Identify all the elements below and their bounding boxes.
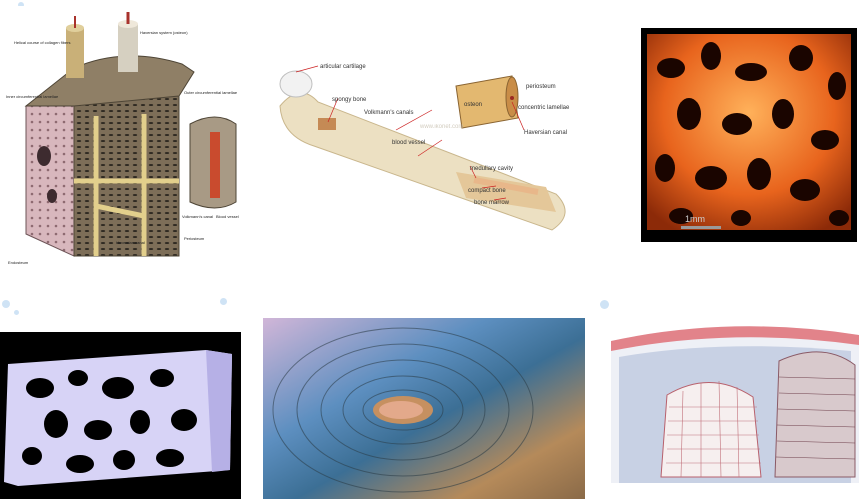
trabecular-orange-svg: 1mm (641, 28, 857, 242)
label-haversian-canal: Haversian canal (524, 130, 567, 136)
long-bone-anatomy-diagram: articular cartilage spongy bone Volkmann… (256, 22, 608, 258)
decorative-dot (220, 298, 227, 305)
compact-bone-svg: Helical course of collagen fibers Havers… (4, 6, 240, 268)
trabecular-bone-micro-ct-render (0, 332, 241, 499)
decorative-dot (600, 300, 609, 309)
label-medullary-cavity: medullary cavity (470, 166, 513, 172)
label-blood-vessel: blood vessel (392, 140, 425, 146)
osteon-polarized-light-micrograph (263, 318, 585, 499)
label-spongy-bone: spongy bone (332, 97, 367, 103)
osteon-micrograph-svg (263, 318, 585, 499)
long-bone-svg: articular cartilage spongy bone Volkmann… (256, 22, 608, 258)
label-periosteum: periosteum (526, 84, 556, 90)
trabecular-bone-3d-render: 1mm (641, 28, 857, 242)
label-outer-lamellae: Outer circumferential lamellae (184, 90, 238, 95)
label-concentric-lamellae: concentric lamellae (518, 105, 570, 111)
label-bone-marrow: bone marrow (474, 200, 510, 206)
decorative-dot (2, 300, 10, 308)
label-articular-cartilage: articular cartilage (320, 64, 366, 70)
label-volkmanns-canal: Volkmann's canal (182, 214, 213, 219)
bone-cross-section-stained-histology (611, 317, 859, 483)
label-compact-bone: compact bone (468, 188, 506, 194)
label-volkmanns-canals: Volkmann's canals (364, 110, 414, 116)
label-haversian-canal: Haversian canal (116, 240, 145, 245)
compact-bone-structure-illustration: Helical course of collagen fibers Havers… (4, 6, 240, 268)
label-blood-vessel: Blood vessel (216, 214, 239, 219)
label-collagen-fibers: Helical course of collagen fibers (14, 40, 70, 45)
watermark: www.ikonet.com (419, 124, 463, 130)
scale-bar-label: 1mm (685, 214, 705, 224)
trabecular-white-svg (0, 332, 241, 499)
label-endosteum: Endosteum (8, 260, 29, 265)
label-osteon: osteon (464, 102, 482, 108)
histology-svg (611, 317, 859, 483)
label-haversian-system: Haversian system (osteon) (140, 30, 188, 35)
decorative-dot (14, 310, 19, 315)
label-inner-lamellae: Inner circumferential lamellae (6, 94, 59, 99)
label-periosteum: Periosteum (184, 236, 205, 241)
